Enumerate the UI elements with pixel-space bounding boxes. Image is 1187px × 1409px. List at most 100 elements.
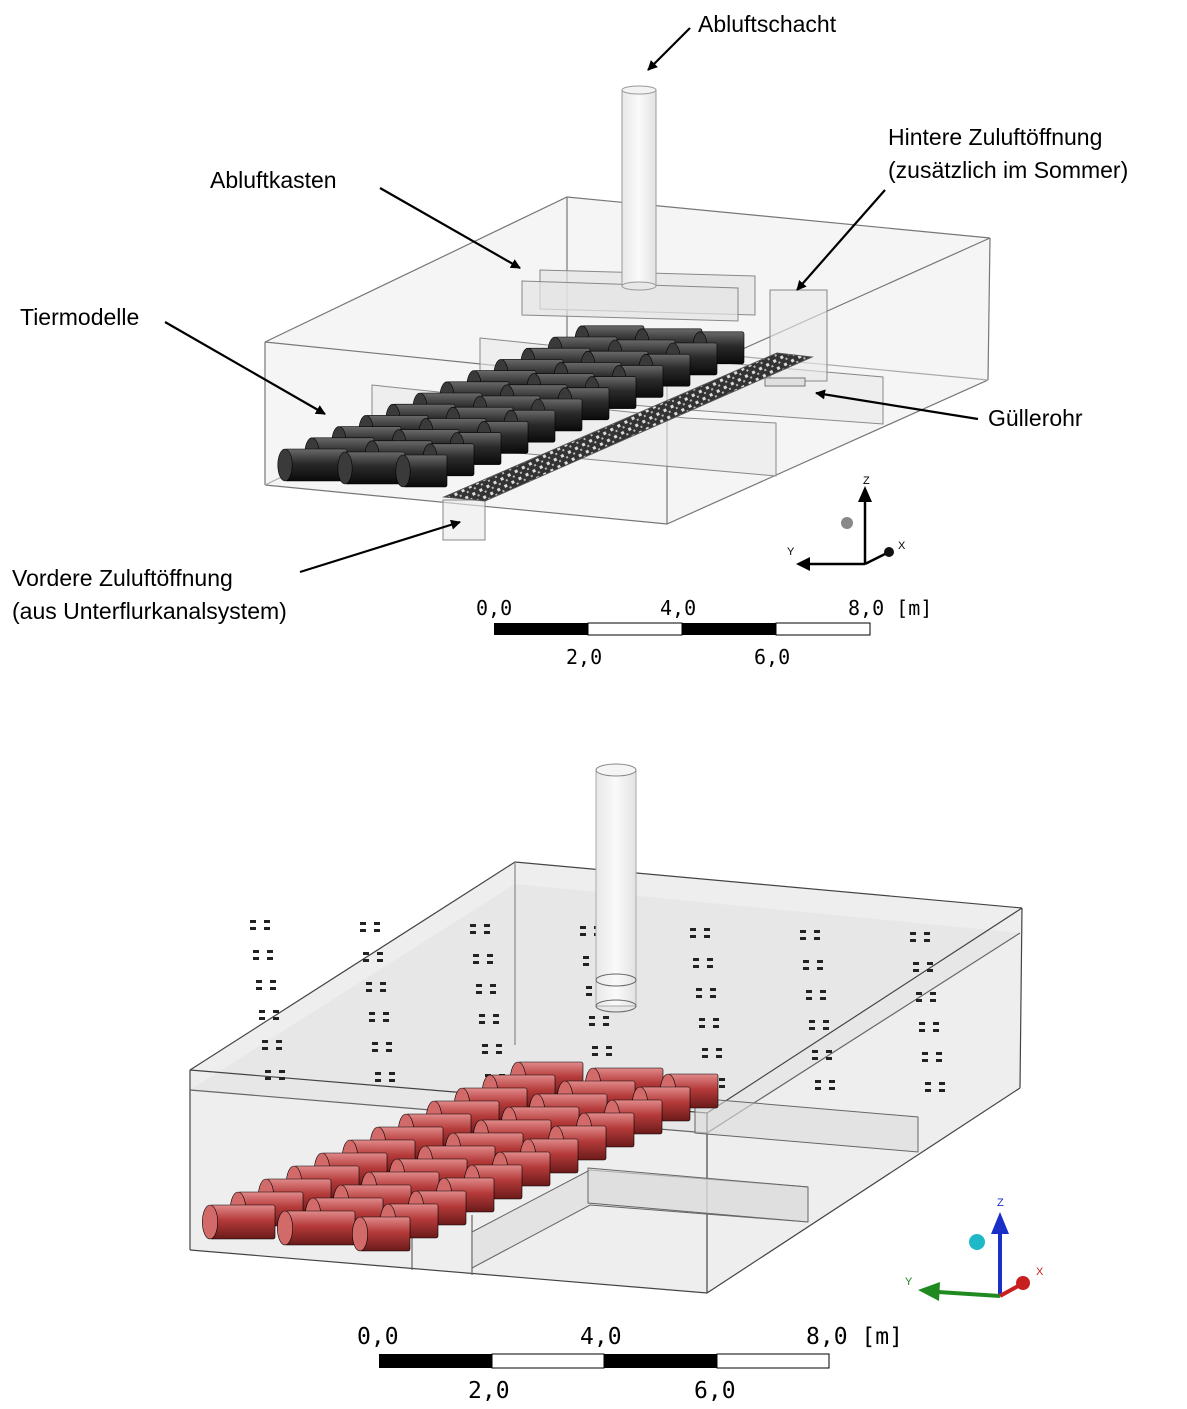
label-exhaust-box: Abluftkasten bbox=[210, 167, 337, 193]
ceiling-vent-slot bbox=[389, 1079, 395, 1082]
ceiling-vent-slot bbox=[383, 1019, 389, 1022]
ceiling-vent-slot bbox=[693, 965, 699, 968]
ceiling-vent-slot bbox=[927, 962, 933, 965]
bottom-axis-y-label: Y bbox=[905, 1276, 913, 1288]
ceiling-vent-slot bbox=[473, 961, 479, 964]
top-axis-y-label: Y bbox=[787, 546, 795, 558]
animal-model-body bbox=[209, 1204, 276, 1240]
ceiling-vent-slot bbox=[386, 1042, 392, 1045]
ceiling-vent-slot bbox=[919, 1022, 925, 1025]
ceiling-vent-slot bbox=[493, 1021, 499, 1024]
ceiling-vent-slot bbox=[924, 939, 930, 942]
ceiling-vent-slot bbox=[360, 922, 366, 925]
ceiling-vent-slot bbox=[930, 992, 936, 995]
ceiling-vent-slot bbox=[482, 1051, 488, 1054]
ceiling-vent-slot bbox=[690, 928, 696, 931]
label-animal-models: Tiermodelle bbox=[20, 304, 139, 330]
ceiling-vent-slot bbox=[273, 1017, 279, 1020]
arrow-front-inlet bbox=[299, 519, 461, 574]
ceiling-vent-slot bbox=[592, 1053, 598, 1056]
ceiling-vent-slot bbox=[484, 931, 490, 934]
ceiling-vent-slot bbox=[704, 928, 710, 931]
ceiling-vent-slot bbox=[487, 961, 493, 964]
label-front-inlet-2: (aus Unterflurkanalsystem) bbox=[12, 598, 287, 624]
ceiling-vent-slot bbox=[696, 988, 702, 991]
ceiling-vent-slot bbox=[276, 1047, 282, 1050]
ceiling-vent-slot bbox=[699, 1025, 705, 1028]
ceiling-vent-slot bbox=[823, 1027, 829, 1030]
ceiling-vent-slot bbox=[925, 1089, 931, 1092]
bottom-exhaust-shaft bbox=[595, 763, 637, 1013]
top-scale-tick-4: 4,0 bbox=[660, 596, 696, 620]
ceiling-vent-slot bbox=[496, 1051, 502, 1054]
ceiling-vent-slot bbox=[380, 989, 386, 992]
ceiling-vent-slot bbox=[704, 935, 710, 938]
label-front-inlet-1: Vordere Zuluftöffnung bbox=[12, 565, 233, 591]
ceiling-vent-slot bbox=[710, 995, 716, 998]
ceiling-vent-slot bbox=[922, 1059, 928, 1062]
ceiling-vent-slot bbox=[250, 920, 256, 923]
ceiling-vent-slot bbox=[580, 933, 586, 936]
animal-model-cap bbox=[277, 448, 293, 482]
ceiling-vent-slot bbox=[470, 924, 476, 927]
ceiling-vent-slot bbox=[919, 1029, 925, 1032]
ceiling-vent-slot bbox=[476, 991, 482, 994]
ceiling-vent-slot bbox=[267, 957, 273, 960]
ceiling-vent-slot bbox=[699, 1018, 705, 1021]
top-scale-tick-2: 2,0 bbox=[566, 645, 602, 669]
ceiling-vent-slot bbox=[493, 1014, 499, 1017]
ceiling-vent-slot bbox=[374, 929, 380, 932]
ceiling-vent-slot bbox=[262, 1040, 268, 1043]
ceiling-vent-slot bbox=[707, 965, 713, 968]
label-rear-inlet-1: Hintere Zuluftöffnung bbox=[888, 124, 1102, 150]
arrow-exhaust-shaft bbox=[647, 27, 691, 71]
ceiling-vent-slot bbox=[916, 992, 922, 995]
top-panel: Abluftschacht Abluftkasten Hintere Zuluf… bbox=[12, 11, 1128, 669]
ceiling-vent-slot bbox=[939, 1082, 945, 1085]
ceiling-vent-slot bbox=[479, 1021, 485, 1024]
ceiling-vent-slot bbox=[279, 1070, 285, 1073]
ceiling-vent-slot bbox=[913, 969, 919, 972]
ceiling-vent-slot bbox=[377, 952, 383, 955]
ceiling-vent-slot bbox=[606, 1053, 612, 1056]
top-scale-bar: 0,0 4,0 8,0 [m] 2,0 6,0 bbox=[476, 596, 932, 669]
ceiling-vent-slot bbox=[936, 1052, 942, 1055]
top-animal-models bbox=[277, 325, 745, 488]
bottom-scale-tick-6: 6,0 bbox=[694, 1378, 736, 1404]
ceiling-vent-slot bbox=[809, 1027, 815, 1030]
ceiling-vent-slot bbox=[716, 1048, 722, 1051]
ceiling-vent-slot bbox=[815, 1087, 821, 1090]
top-slatted-floor bbox=[442, 352, 814, 502]
animal-model-cap bbox=[202, 1204, 218, 1240]
ceiling-vent-slot bbox=[360, 929, 366, 932]
ceiling-vent-slot bbox=[820, 990, 826, 993]
ceiling-vent-slot bbox=[930, 999, 936, 1002]
ceiling-vent-slot bbox=[369, 1019, 375, 1022]
animal-model-cap bbox=[395, 454, 411, 488]
ceiling-vent-slot bbox=[606, 1046, 612, 1049]
top-exhaust-shaft bbox=[621, 85, 657, 291]
ceiling-vent-slot bbox=[707, 958, 713, 961]
ceiling-vent-slot bbox=[910, 939, 916, 942]
bottom-axis-triad: Z Y X bbox=[905, 1197, 1044, 1301]
ceiling-vent-slot bbox=[265, 1070, 271, 1073]
ceiling-vent-slot bbox=[603, 1016, 609, 1019]
top-exhaust-box bbox=[521, 269, 756, 322]
ceiling-vent-slot bbox=[696, 995, 702, 998]
ceiling-vent-slot bbox=[259, 1017, 265, 1020]
bottom-ceiling-vents bbox=[250, 920, 945, 1092]
ceiling-vent-slot bbox=[270, 987, 276, 990]
ceiling-vent-slot bbox=[470, 931, 476, 934]
ceiling-vent-slot bbox=[826, 1057, 832, 1060]
ceiling-vent-slot bbox=[806, 997, 812, 1000]
ceiling-vent-slot bbox=[817, 967, 823, 970]
ceiling-vent-slot bbox=[583, 963, 589, 966]
ceiling-vent-slot bbox=[823, 1020, 829, 1023]
ceiling-vent-slot bbox=[369, 1012, 375, 1015]
ceiling-vent-slot bbox=[603, 1023, 609, 1026]
ceiling-vent-slot bbox=[713, 1025, 719, 1028]
ceiling-vent-slot bbox=[270, 980, 276, 983]
ceiling-vent-slot bbox=[814, 937, 820, 940]
ceiling-vent-slot bbox=[803, 967, 809, 970]
ceiling-vent-slot bbox=[815, 1080, 821, 1083]
